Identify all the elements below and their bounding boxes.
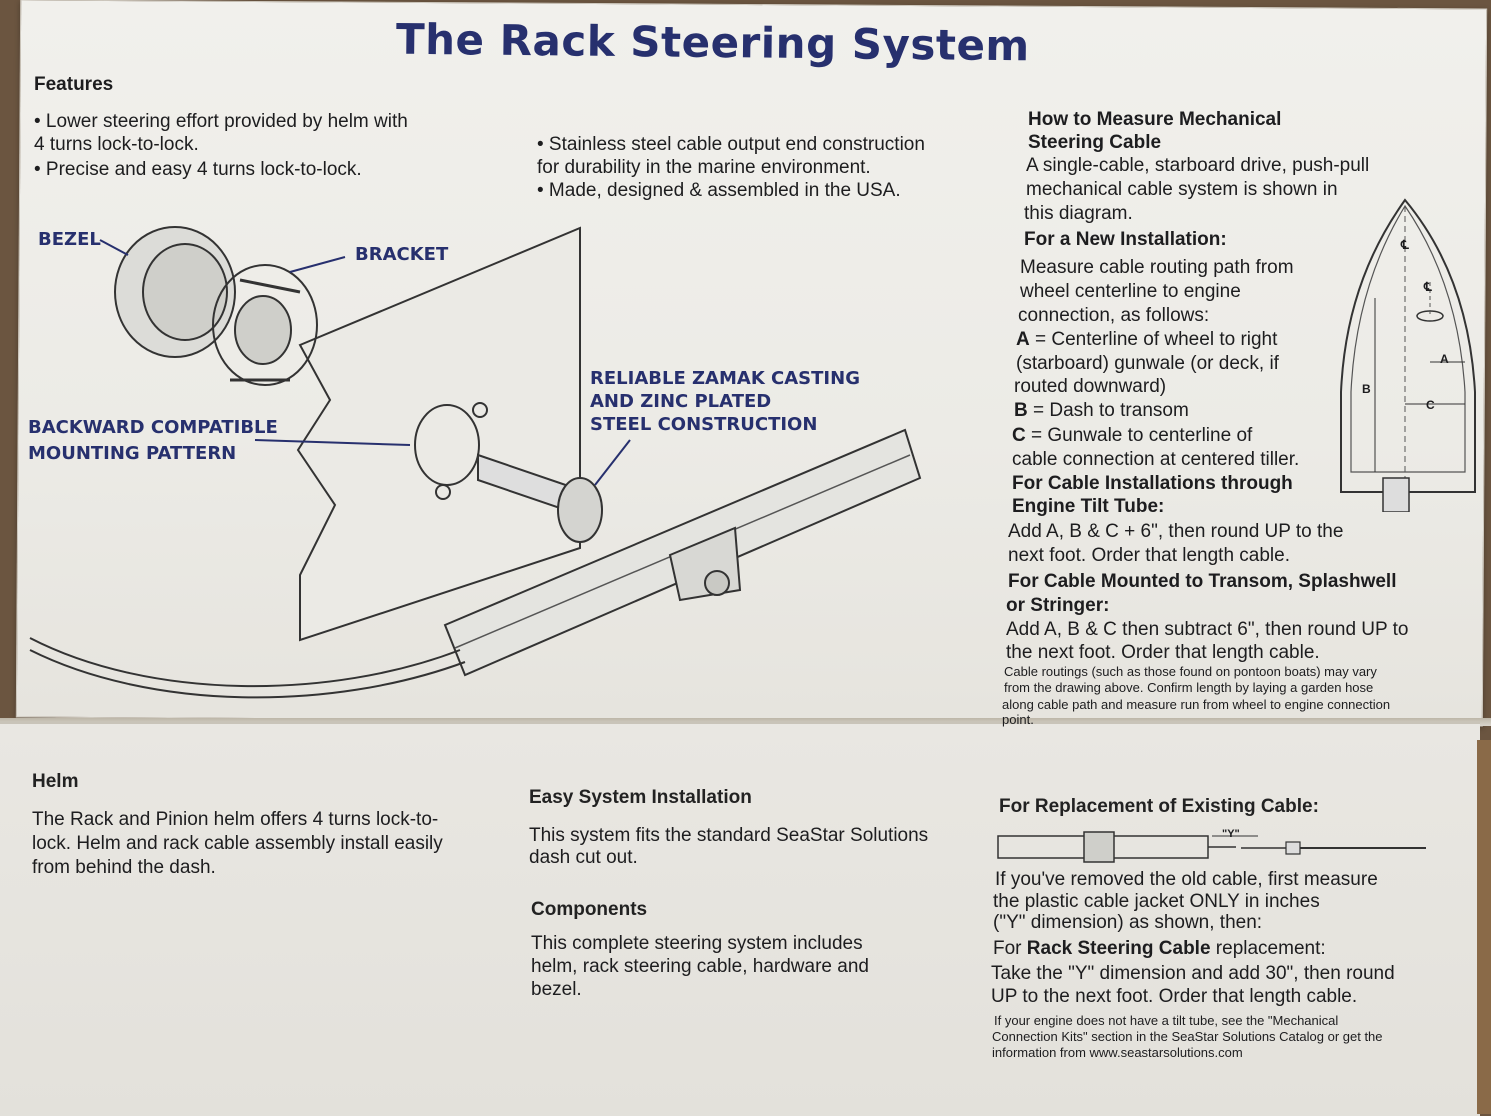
features-right-line-2: for durability in the marine environment… [537, 157, 871, 178]
zamak-callout-line-2: AND ZINC PLATED [590, 391, 772, 412]
new-install-line-2: wheel centerline to engine [1020, 281, 1241, 302]
tilt-heading-2: Engine Tilt Tube: [1012, 496, 1165, 517]
c-text-1: = Gunwale to centerline of [1025, 425, 1253, 446]
boat-c-label: C [1426, 398, 1435, 412]
components-line-2: helm, rack steering cable, hardware and [531, 956, 869, 977]
a-definition-line-2: (starboard) gunwale (or deck, if [1016, 353, 1279, 374]
backward-callout-line-2: MOUNTING PATTERN [28, 443, 237, 464]
rack-line-1: Take the "Y" dimension and add 30", then… [991, 963, 1395, 984]
features-heading: Features [34, 74, 114, 95]
a-definition-line-1: A = Centerline of wheel to right [1016, 328, 1277, 351]
measure-heading-1: How to Measure Mechanical [1028, 109, 1282, 130]
transom-heading-2: or Stringer: [1006, 595, 1110, 616]
new-install-line-1: Measure cable routing path from [1020, 257, 1294, 278]
easy-install-line-1: This system fits the standard SeaStar So… [529, 825, 929, 846]
helm-line-1: The Rack and Pinion helm offers 4 turns … [32, 809, 439, 830]
helm-line-2: lock. Helm and rack cable assembly insta… [32, 833, 443, 854]
boat-centerline-label-1: ℄ [1401, 238, 1409, 252]
transom-heading-1: For Cable Mounted to Transom, Splashwell [1008, 571, 1397, 592]
bracket-callout: BRACKET [355, 244, 449, 265]
replacement-line-1: If you've removed the old cable, first m… [995, 869, 1378, 890]
replacement-note-3: information from www.seastarsolutions.co… [992, 1045, 1243, 1060]
c-definition-line-2: cable connection at centered tiller. [1012, 449, 1300, 470]
replacement-note-1: If your engine does not have a tilt tube… [994, 1013, 1339, 1028]
wood-background [1477, 740, 1491, 1114]
rack-line-2: UP to the next foot. Order that length c… [991, 986, 1358, 1007]
rack-prefix: For [993, 938, 1027, 959]
cable-diagram [997, 831, 1426, 863]
zamak-callout-line-1: RELIABLE ZAMAK CASTING [590, 368, 860, 389]
measure-note-3: along cable path and measure run from wh… [1002, 697, 1391, 712]
measure-note-4: point. [1002, 712, 1034, 727]
rack-cable-line: For Rack Steering Cable replacement: [993, 937, 1326, 960]
measure-intro-1: A single-cable, starboard drive, push-pu… [1026, 155, 1370, 176]
b-definition: B = Dash to transom [1014, 399, 1189, 422]
bezel-callout: BEZEL [38, 229, 101, 250]
tilt-line-2: next foot. Order that length cable. [1008, 545, 1291, 566]
rack-suffix: replacement: [1210, 938, 1326, 959]
components-line-1: This complete steering system includes [531, 933, 863, 954]
replacement-line-3: ("Y" dimension) as shown, then: [993, 912, 1263, 933]
measure-note-2: from the drawing above. Confirm length b… [1004, 680, 1374, 695]
measure-heading-2: Steering Cable [1028, 132, 1162, 153]
helm-heading: Helm [32, 771, 79, 792]
b-label: B [1014, 400, 1028, 421]
components-heading: Components [531, 899, 648, 920]
features-line-2: 4 turns lock-to-lock. [34, 134, 199, 155]
replacement-line-2: the plastic cable jacket ONLY in inches [993, 891, 1320, 912]
a-definition-line-3: routed downward) [1014, 376, 1167, 397]
boat-centerline-label-2: ℄ [1424, 280, 1432, 294]
features-line-1: • Lower steering effort provided by helm… [34, 111, 408, 132]
features-line-3: • Precise and easy 4 turns lock-to-lock. [34, 159, 362, 180]
replacement-heading: For Replacement of Existing Cable: [999, 796, 1319, 817]
rack-bold: Rack Steering Cable [1026, 938, 1211, 959]
components-line-3: bezel. [531, 979, 582, 1000]
b-text: = Dash to transom [1027, 400, 1189, 421]
easy-install-heading: Easy System Installation [529, 787, 752, 808]
features-right-line-3: • Made, designed & assembled in the USA. [537, 180, 901, 201]
c-definition-line-1: C = Gunwale to centerline of [1012, 424, 1252, 447]
measure-intro-2: mechanical cable system is shown in [1026, 179, 1338, 200]
boat-diagram [1340, 198, 1476, 512]
measure-intro-3: this diagram. [1024, 203, 1133, 224]
tilt-heading-1: For Cable Installations through [1012, 473, 1293, 494]
features-right-line-1: • Stainless steel cable output end const… [537, 134, 925, 155]
a-text-1: = Centerline of wheel to right [1029, 329, 1278, 350]
replacement-note-2: Connection Kits" section in the SeaStar … [992, 1029, 1383, 1044]
boat-a-label: A [1440, 352, 1449, 366]
a-label: A [1016, 329, 1030, 350]
easy-install-line-2: dash cut out. [529, 847, 638, 868]
steering-system-diagram [29, 226, 922, 699]
helm-line-3: from behind the dash. [32, 857, 216, 878]
tilt-line-1: Add A, B & C + 6", then round UP to the [1008, 521, 1344, 542]
transom-line-1: Add A, B & C then subtract 6", then roun… [1006, 619, 1409, 640]
new-install-heading: For a New Installation: [1024, 229, 1227, 250]
boat-b-label: B [1362, 382, 1371, 396]
y-dimension-label: "Y" [1222, 828, 1240, 840]
zamak-callout-line-3: STEEL CONSTRUCTION [590, 414, 818, 435]
transom-line-2: the next foot. Order that length cable. [1006, 642, 1320, 663]
measure-note-1: Cable routings (such as those found on p… [1004, 664, 1377, 679]
backward-callout-line-1: BACKWARD COMPATIBLE [28, 417, 278, 438]
c-label: C [1012, 425, 1026, 446]
box-bottom-panel [0, 722, 1480, 1116]
new-install-line-3: connection, as follows: [1018, 305, 1210, 326]
